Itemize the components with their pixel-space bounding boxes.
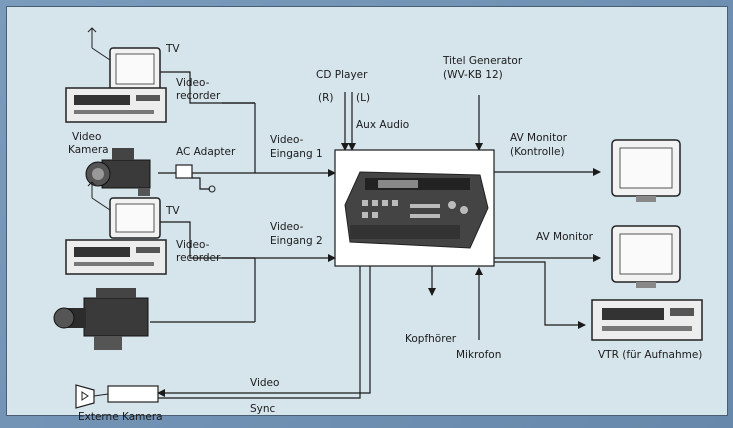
label-aux-audio: Aux Audio (356, 119, 409, 131)
label-video-line: Video (250, 377, 279, 389)
line-video-out (157, 266, 371, 397)
label-sync-line: Sync (250, 403, 276, 415)
central-mixer (334, 149, 495, 267)
label-av-monitor-1-a: AV Monitor (510, 132, 568, 144)
videorecorder-mid-icon (65, 239, 167, 275)
label-video-eingang-1-b: Eingang 1 (270, 148, 323, 160)
camcorder-icon (53, 288, 149, 350)
labels: TV Video- recorder Video Kamera AC Adapt… (68, 43, 702, 423)
connection-lines (150, 71, 601, 399)
label-tv-top: TV (165, 43, 180, 55)
label-videorecorder-mid-1: Video- (176, 239, 210, 251)
line-ac-cord (191, 173, 210, 190)
label-videorecorder-top-1: Video- (176, 77, 210, 89)
label-av-monitor-1-b: (Kontrolle) (510, 146, 565, 158)
label-video-kamera-2: Kamera (68, 144, 109, 156)
label-kopfhoerer: Kopfhörer (405, 333, 457, 345)
line-vtr (494, 261, 586, 329)
label-video-eingang-2-b: Eingang 2 (270, 235, 323, 247)
label-tv-mid: TV (165, 205, 180, 217)
label-cd-r: (R) (318, 92, 334, 104)
av-monitor-2-icon (611, 225, 681, 288)
label-ac-adapter: AC Adapter (176, 146, 236, 158)
videorecorder-top-icon (65, 87, 167, 123)
vtr-icon (591, 299, 703, 341)
label-cd-player: CD Player (316, 69, 368, 81)
av-monitor-1-icon (611, 139, 681, 202)
label-video-eingang-2-a: Video- (270, 221, 304, 233)
label-videorecorder-top-2: recorder (176, 90, 221, 102)
label-video-kamera-1: Video (72, 131, 101, 143)
label-cd-l: (L) (356, 92, 370, 104)
label-video-eingang-1-a: Video- (270, 134, 304, 146)
tv-top-icon (87, 27, 161, 91)
video-kamera-icon (85, 148, 151, 196)
label-vtr: VTR (für Aufnahme) (598, 349, 702, 361)
label-externe-kamera: Externe Kamera (78, 411, 163, 423)
externe-kamera-icon (75, 384, 159, 409)
label-titel-generator-2: (WV-KB 12) (443, 69, 503, 81)
label-mikrofon: Mikrofon (456, 349, 501, 361)
line-sync-out (158, 266, 361, 399)
tv-mid-icon (87, 181, 161, 239)
ac-adapter-icon (175, 164, 216, 193)
label-titel-generator-1: Titel Generator (442, 55, 523, 67)
label-videorecorder-mid-2: recorder (176, 252, 221, 264)
label-av-monitor-2: AV Monitor (536, 231, 594, 243)
